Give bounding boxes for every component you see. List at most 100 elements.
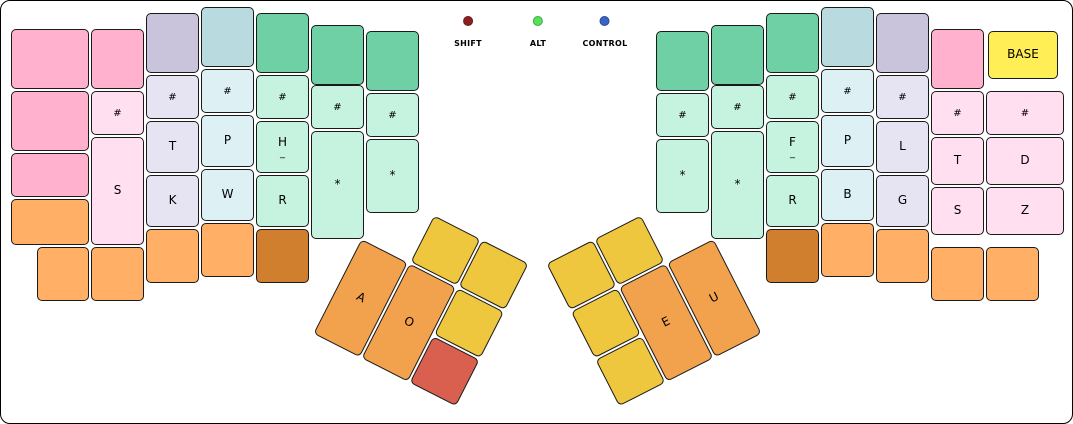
- key-hash[interactable]: #: [931, 91, 984, 135]
- key-hash[interactable]: #: [201, 69, 254, 113]
- key-label: *: [389, 168, 396, 183]
- key-blank[interactable]: [656, 31, 709, 91]
- key-s[interactable]: S: [931, 187, 984, 235]
- key-label: S: [953, 203, 962, 218]
- key-blank[interactable]: [201, 7, 254, 67]
- key-hash[interactable]: #: [876, 75, 929, 119]
- control-indicator: CONTROL: [583, 16, 628, 48]
- legend-label: ALT: [529, 39, 547, 48]
- key-sub-label: _: [790, 147, 795, 159]
- legend-label: CONTROL: [582, 39, 628, 48]
- key-label: G: [897, 193, 908, 208]
- key-label: *: [334, 177, 341, 192]
- key-blank[interactable]: [876, 229, 929, 283]
- key-label: L: [899, 139, 906, 154]
- key-blank[interactable]: [931, 29, 984, 89]
- key-blank[interactable]: [146, 229, 199, 283]
- key-blank[interactable]: [146, 13, 199, 73]
- key-hash[interactable]: #: [146, 75, 199, 119]
- key-blank[interactable]: [11, 199, 89, 245]
- key-hash[interactable]: #: [766, 75, 819, 119]
- key-p[interactable]: P: [201, 115, 254, 167]
- key-blank[interactable]: [366, 31, 419, 91]
- key-label: T: [953, 153, 962, 168]
- key-blank[interactable]: [931, 247, 984, 301]
- key-label: #: [1020, 107, 1030, 119]
- key-h[interactable]: H_: [256, 121, 309, 173]
- key-base-layer[interactable]: BASE: [988, 31, 1058, 79]
- key-label: #: [388, 109, 397, 121]
- key-k[interactable]: K: [146, 175, 199, 227]
- key-label: #: [278, 91, 287, 103]
- key-blank[interactable]: [986, 247, 1039, 301]
- key-z[interactable]: Z: [986, 187, 1064, 235]
- key-label: #: [733, 101, 742, 113]
- key-r[interactable]: R: [766, 175, 819, 227]
- key-hash[interactable]: #: [986, 91, 1064, 135]
- key-star[interactable]: *: [366, 139, 419, 213]
- key-label: U: [707, 289, 722, 306]
- key-r[interactable]: R: [256, 175, 309, 227]
- key-hash[interactable]: #: [256, 75, 309, 119]
- key-blank[interactable]: [821, 7, 874, 67]
- key-blank[interactable]: [821, 223, 874, 277]
- key-s[interactable]: S: [91, 137, 144, 245]
- key-blank[interactable]: [201, 223, 254, 277]
- alt-indicator: ALT: [530, 16, 546, 48]
- shift-indicator-dot: [462, 16, 473, 26]
- key-label: T: [168, 139, 177, 154]
- key-label: D: [1020, 153, 1030, 168]
- key-label: #: [678, 109, 687, 121]
- key-label: R: [278, 193, 287, 208]
- modifier-legend: SHIFT ALT CONTROL: [1, 1, 1072, 61]
- key-star[interactable]: *: [656, 139, 709, 213]
- key-p[interactable]: P: [821, 115, 874, 167]
- key-blank[interactable]: [37, 247, 89, 301]
- key-g[interactable]: G: [876, 175, 929, 227]
- key-label: A: [354, 289, 368, 306]
- key-t[interactable]: T: [146, 121, 199, 173]
- key-label: #: [788, 91, 797, 103]
- key-w[interactable]: W: [201, 169, 254, 221]
- key-hash[interactable]: #: [91, 91, 144, 135]
- key-label: *: [679, 168, 686, 183]
- key-blank[interactable]: [11, 153, 89, 197]
- key-label: H: [277, 135, 288, 150]
- key-blank[interactable]: [91, 29, 144, 89]
- key-label: BASE: [1007, 47, 1039, 62]
- key-blank[interactable]: [766, 229, 819, 283]
- key-hash[interactable]: #: [656, 93, 709, 137]
- shift-indicator: SHIFT: [454, 16, 482, 48]
- key-blank[interactable]: [711, 25, 764, 85]
- key-label: K: [168, 193, 177, 208]
- key-blank[interactable]: [256, 229, 309, 283]
- key-label: #: [113, 107, 122, 119]
- key-label: E: [659, 314, 673, 331]
- key-blank[interactable]: [256, 13, 309, 73]
- key-hash[interactable]: #: [311, 85, 364, 129]
- key-blank[interactable]: [311, 25, 364, 85]
- key-blank[interactable]: [11, 91, 89, 151]
- key-label: Z: [1020, 203, 1030, 218]
- key-blank[interactable]: [876, 13, 929, 73]
- legend-label: SHIFT: [454, 39, 482, 48]
- key-b[interactable]: B: [821, 169, 874, 221]
- key-blank[interactable]: [11, 29, 89, 89]
- key-star[interactable]: *: [311, 131, 364, 239]
- key-label: #: [898, 91, 907, 103]
- key-t[interactable]: T: [931, 137, 984, 185]
- key-hash[interactable]: #: [366, 93, 419, 137]
- key-blank[interactable]: [766, 13, 819, 73]
- alt-indicator-dot: [532, 16, 543, 26]
- key-label: #: [843, 85, 852, 97]
- key-label: P: [223, 133, 232, 148]
- key-hash[interactable]: #: [711, 85, 764, 129]
- key-f[interactable]: F_: [766, 121, 819, 173]
- key-hash[interactable]: #: [821, 69, 874, 113]
- control-indicator-dot: [599, 16, 610, 26]
- key-star[interactable]: *: [711, 131, 764, 239]
- key-d[interactable]: D: [986, 137, 1064, 185]
- key-blank[interactable]: [91, 247, 144, 301]
- key-l[interactable]: L: [876, 121, 929, 173]
